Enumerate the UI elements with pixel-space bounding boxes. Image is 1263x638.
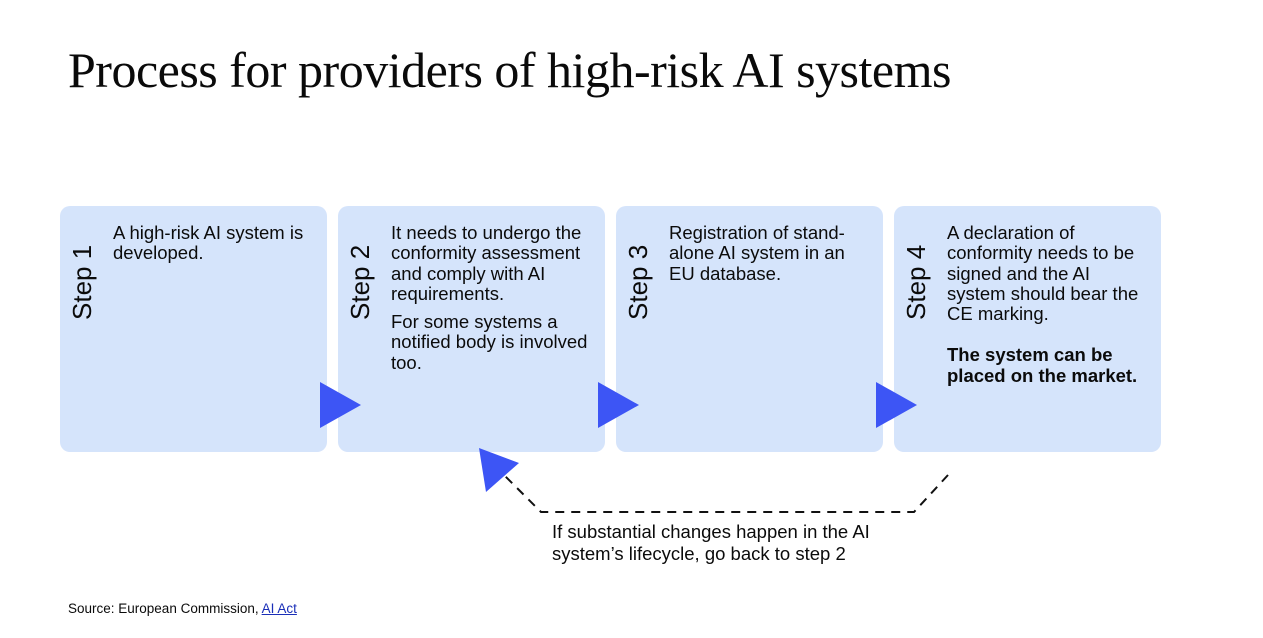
source-prefix: Source: European Commission,: [68, 601, 262, 616]
step-2-box: Step 2 It needs to undergo the conformit…: [338, 206, 605, 452]
step-1-text: A high-risk AI system is developed.: [113, 222, 304, 264]
step-3-description: Registration of stand-alone AI system in…: [669, 222, 869, 284]
step-4-box: Step 4 A declaration of conformity needs…: [894, 206, 1161, 452]
loop-back-dashed-line: [503, 474, 949, 513]
step-3-text: Registration of stand-alone AI system in…: [669, 222, 845, 284]
step-3-label: Step 3: [623, 244, 653, 320]
step-1-label: Step 1: [67, 244, 97, 320]
step-2-label: Step 2: [345, 244, 375, 320]
ai-act-link[interactable]: AI Act: [261, 601, 297, 616]
step-2-text: It needs to undergo the conformity asses…: [391, 222, 582, 304]
loop-back-arrowhead-icon: [479, 448, 519, 492]
step-4-text: A declaration of conformity needs to be …: [947, 222, 1139, 325]
step-1-box: Step 1 A high-risk AI system is develope…: [60, 206, 327, 452]
step-2-note: For some systems a notified body is invo…: [391, 311, 588, 373]
step-4-description: A declaration of conformity needs to be …: [947, 222, 1147, 386]
step-3-box: Step 3 Registration of stand-alone AI sy…: [616, 206, 883, 452]
step-4-emphasis: The system can be placed on the market.: [947, 344, 1138, 386]
loop-back-caption: If substantial changes happen in the AI …: [552, 521, 870, 564]
step-1-description: A high-risk AI system is developed.: [113, 222, 313, 264]
page-title: Process for providers of high-risk AI sy…: [68, 42, 951, 98]
step-4-label: Step 4: [901, 244, 931, 320]
step-2-description: It needs to undergo the conformity asses…: [391, 222, 591, 373]
source-note: Source: European Commission, AI Act: [68, 600, 297, 618]
